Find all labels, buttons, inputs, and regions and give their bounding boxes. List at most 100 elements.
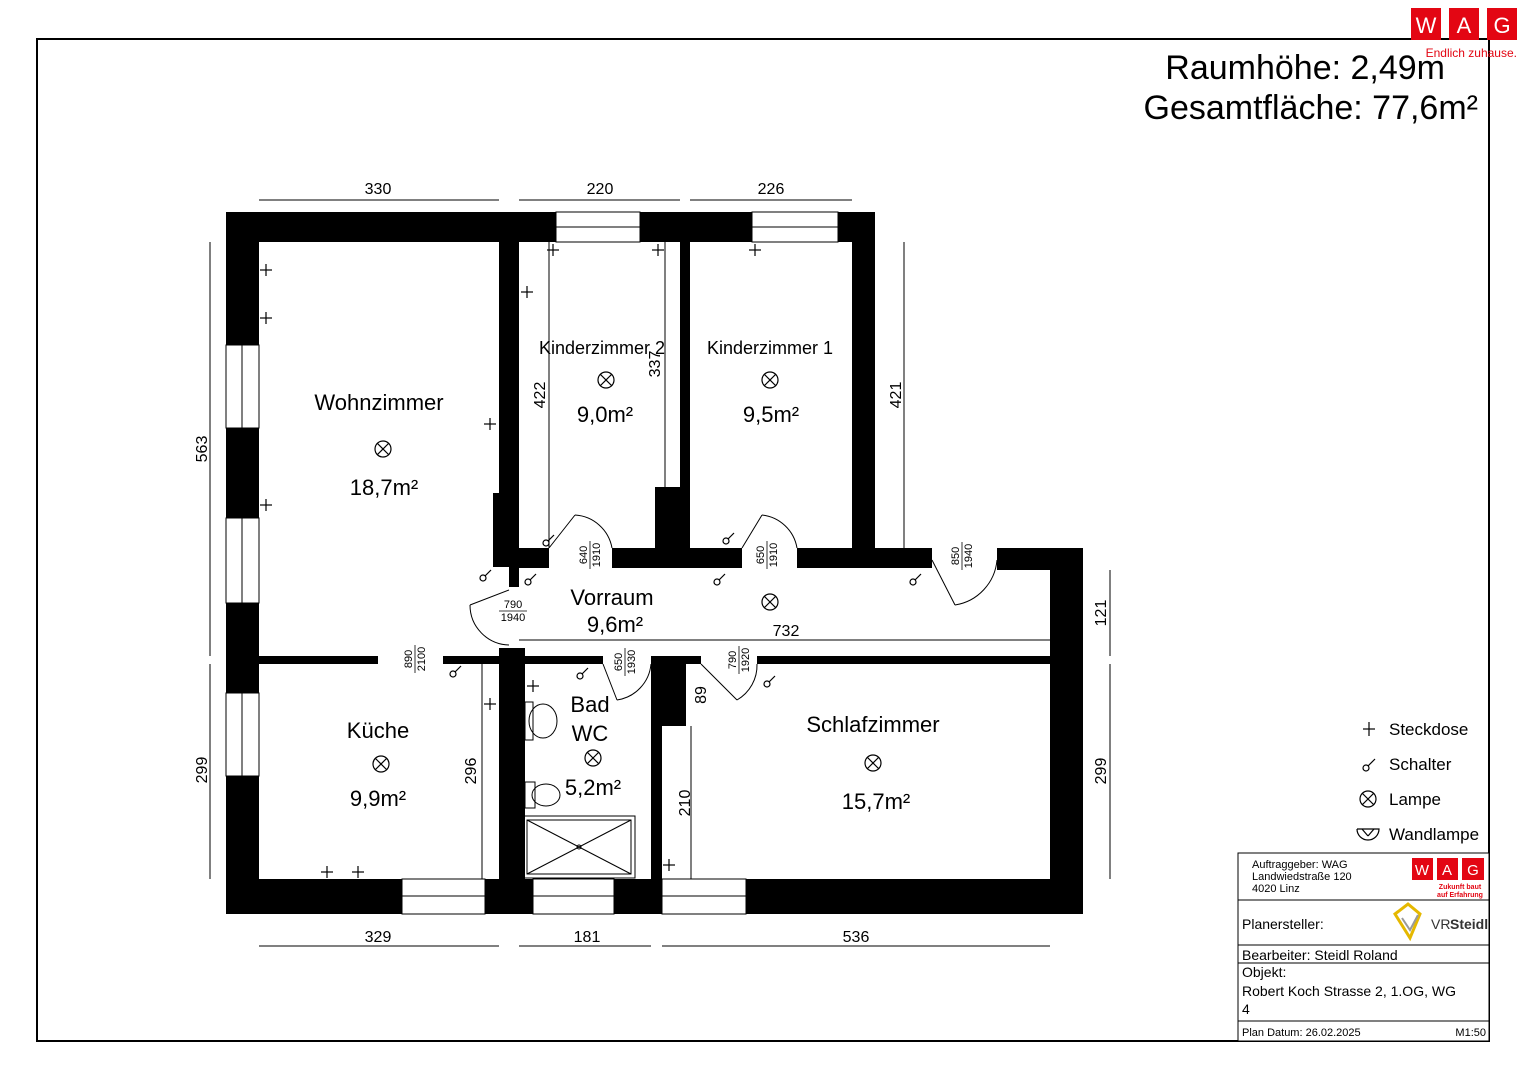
dim-right-kinderzimmer-1: 421: [888, 382, 905, 409]
socket-icon: [484, 418, 496, 430]
toilet-icon: [524, 781, 561, 809]
dim-inner-kinderzimmer-2: 422: [532, 382, 549, 409]
svg-text:1940: 1940: [963, 544, 975, 568]
door-swings: [469, 514, 998, 701]
bathroom-fixtures: [522, 701, 636, 879]
wag-logo-letter-g: G: [1493, 13, 1510, 38]
lamp-icon: [372, 755, 390, 773]
legend: Steckdose Schalter Lampe Wandlampe: [1356, 720, 1479, 844]
plan-scale: M1:50: [1455, 1027, 1486, 1039]
dim-top-wohnzimmer: 330: [365, 181, 392, 198]
legend-label-steckdose: Steckdose: [1389, 720, 1468, 739]
dim-right-schlafzimmer: 299: [1093, 758, 1110, 785]
room-name-wohnzimmer: Wohnzimmer: [314, 390, 443, 415]
room-name-schlafzimmer: Schlafzimmer: [806, 712, 939, 737]
room-area-vorraum: 9,6m²: [587, 612, 643, 637]
switch-symbols: [449, 532, 922, 688]
switch-icon: [542, 534, 555, 547]
dim-inner-schlaf-niche: 89: [693, 686, 710, 704]
planner-logo-prefix: VR: [1431, 916, 1450, 932]
dim-bottom-bad: 181: [574, 929, 601, 946]
svg-text:1920: 1920: [740, 648, 752, 672]
legend-label-wandlampe: Wandlampe: [1389, 825, 1479, 844]
room-area-kueche: 9,9m²: [350, 786, 406, 811]
socket-icon: [547, 244, 559, 256]
svg-text:850: 850: [950, 547, 962, 565]
door-label: 790 1940: [499, 599, 527, 624]
client-street: Landwiedstraße 120: [1252, 871, 1352, 883]
room-labels: Wohnzimmer 18,7m² Kinderzimmer 2 9,0m² K…: [314, 338, 939, 814]
windows: [225, 211, 839, 915]
title-block: Auftraggeber: WAG Landwiedstraße 120 402…: [1237, 852, 1490, 1042]
socket-icon: [484, 698, 496, 710]
socket-icon: [652, 244, 664, 256]
room-area-schlafzimmer: 15,7m²: [842, 789, 910, 814]
svg-text:640: 640: [578, 546, 590, 564]
switch-icon: [909, 573, 922, 586]
dim-bottom-schlafzimmer: 536: [843, 929, 870, 946]
door-label: 790 1920: [727, 646, 752, 674]
room-name-kinderzimmer-2: Kinderzimmer 2: [539, 338, 665, 358]
wag-small-letter-w: W: [1415, 862, 1430, 879]
drawing-frame: [36, 38, 1490, 1042]
legend-label-lampe: Lampe: [1389, 790, 1441, 809]
svg-text:790: 790: [504, 599, 522, 611]
client-city: 4020 Linz: [1252, 883, 1300, 895]
wag-logo-letter-w: W: [1416, 13, 1437, 38]
switch-icon: [713, 573, 726, 586]
client-name: Auftraggeber: WAG: [1252, 859, 1348, 871]
lamp-icon: [761, 593, 779, 611]
total-area: Gesamtfläche: 77,6m²: [1144, 89, 1478, 127]
door-label: 650 1930: [613, 648, 638, 676]
planner-logo-name: Steidl: [1450, 916, 1488, 932]
wag-logo-letter-a: A: [1457, 13, 1472, 38]
socket-icon: [321, 866, 333, 878]
svg-text:1940: 1940: [501, 612, 525, 624]
wag-logo: W A G Endlich zuhause.: [1411, 8, 1517, 60]
switch-icon: [449, 665, 462, 678]
svg-text:1910: 1910: [591, 543, 603, 567]
dim-bottom-kueche: 329: [365, 929, 392, 946]
walls: [226, 212, 1083, 914]
lamp-icon: [584, 749, 602, 767]
switch-icon: [479, 569, 492, 582]
room-area-kinderzimmer-2: 9,0m²: [577, 402, 633, 427]
room-name-wc: WC: [572, 721, 609, 746]
socket-icon: [663, 859, 675, 871]
wag-small-tagline-2: auf Erfahrung: [1437, 892, 1483, 899]
room-area-bad: 5,2m²: [565, 775, 621, 800]
lamp-icon: [374, 440, 392, 458]
door-label: 640 1910: [578, 541, 603, 569]
socket-icon: [352, 866, 364, 878]
switch-icon: [722, 532, 735, 545]
room-height: Raumhöhe: 2,49m: [1165, 49, 1445, 87]
wag-small-tagline-1: Zukunft baut: [1439, 884, 1482, 891]
legend-label-schalter: Schalter: [1389, 755, 1452, 774]
socket-icon: [1363, 722, 1375, 736]
dimension-lines: [209, 199, 1111, 947]
dim-top-kinderzimmer-1: 226: [758, 181, 785, 198]
door-label: 850 1940: [950, 542, 975, 570]
door-label: 650 1910: [755, 541, 780, 569]
room-area-kinderzimmer-1: 9,5m²: [743, 402, 799, 427]
socket-icon: [521, 286, 533, 298]
editor: Bearbeiter: Steidl Roland: [1242, 947, 1398, 963]
wag-small-letter-g: G: [1467, 862, 1479, 879]
vr-steidl-logo: VR Steidl: [1393, 902, 1488, 942]
object-address: Robert Koch Strasse 2, 1.OG, WG: [1242, 983, 1456, 999]
svg-text:890: 890: [403, 650, 415, 668]
wall-lamp-icon: [1356, 828, 1380, 841]
room-name-bad: Bad: [570, 692, 609, 717]
svg-text:650: 650: [755, 546, 767, 564]
svg-text:1910: 1910: [768, 543, 780, 567]
dim-inner-kinderzimmer-2b: 337: [647, 351, 664, 378]
wag-logo-small: W A G Zukunft baut auf Erfahrung: [1412, 858, 1484, 899]
socket-icon: [749, 244, 761, 256]
planner-label: Planersteller:: [1242, 916, 1324, 932]
dim-left-kueche: 299: [194, 757, 211, 784]
svg-text:790: 790: [727, 651, 739, 669]
socket-icon: [260, 499, 272, 511]
dim-top-kinderzimmer-2: 220: [587, 181, 614, 198]
lamp-icon: [1359, 790, 1377, 808]
